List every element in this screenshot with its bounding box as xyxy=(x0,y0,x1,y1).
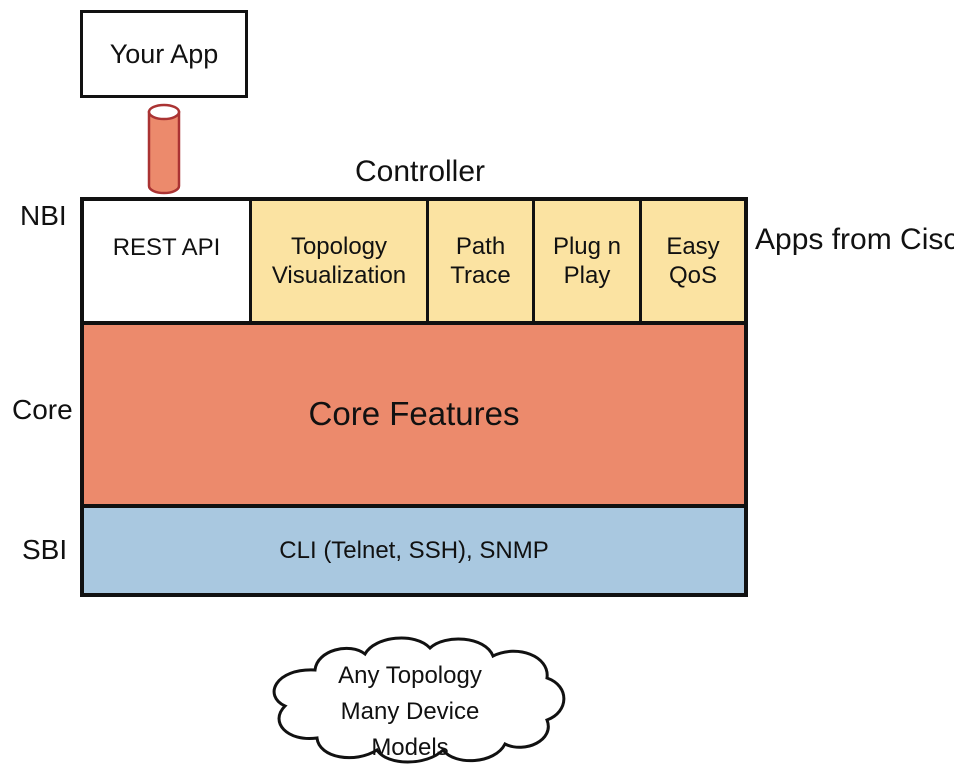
rest-api-cell: REST API xyxy=(84,201,249,321)
sbi-row: CLI (Telnet, SSH), SNMP xyxy=(84,508,744,593)
sbi-layer-label: SBI xyxy=(22,534,68,565)
network-cloud-icon xyxy=(272,636,566,764)
app-topology-visualization: Topology Visualization xyxy=(249,201,426,321)
api-connector-pipe xyxy=(147,103,181,195)
your-app-label: Your App xyxy=(109,38,219,69)
app-path-trace: Path Trace xyxy=(426,201,532,321)
sbi-protocols-label: CLI (Telnet, SSH), SNMP xyxy=(279,536,549,564)
core-features-row: Core Features xyxy=(84,325,744,508)
controller-title: Controller xyxy=(354,155,486,188)
controller-block: REST API Topology Visualization Path Tra… xyxy=(80,197,748,597)
app-label: Topology Visualization xyxy=(271,232,407,289)
nbi-row: REST API Topology Visualization Path Tra… xyxy=(84,201,744,325)
app-easy-qos: Easy QoS xyxy=(639,201,744,321)
core-layer-label: Core xyxy=(12,394,73,425)
app-plug-n-play: Plug n Play xyxy=(532,201,639,321)
rest-api-label: REST API xyxy=(112,234,221,261)
apps-from-cisco-label: Apps from Cisco xyxy=(755,223,954,256)
app-label: Path Trace xyxy=(450,232,511,289)
app-label: Easy QoS xyxy=(666,232,720,289)
app-label: Plug n Play xyxy=(552,232,622,289)
nbi-layer-label: NBI xyxy=(20,200,67,231)
core-features-label: Core Features xyxy=(308,395,520,433)
your-app-box: Your App xyxy=(80,10,248,98)
network-cloud-label: Any Topology Many Device Models xyxy=(338,662,482,761)
